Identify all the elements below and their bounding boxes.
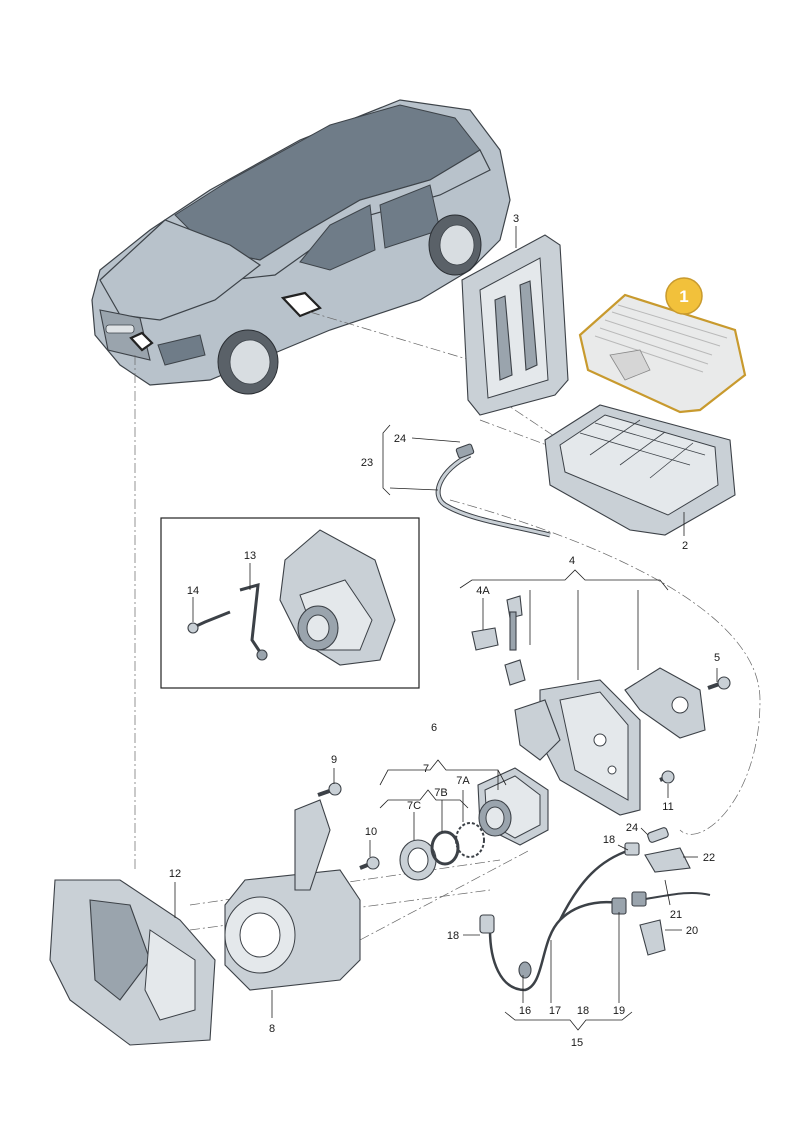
callout-22: 22 [703,852,715,864]
callout-18-left: 18 [447,930,459,942]
callout-5: 5 [714,652,720,664]
callout-3: 3 [513,213,519,225]
part-8-housing [224,799,361,991]
part-4-bracket [624,667,706,739]
callout-18-bottom: 18 [577,1005,589,1017]
callout-4: 4 [569,555,575,567]
callout-6: 6 [431,722,437,734]
callout-14: 14 [187,585,199,597]
inset-detail-box [160,517,420,689]
callout-15: 15 [571,1037,583,1049]
callout-2: 2 [682,540,688,552]
callout-24a: 24 [394,433,406,445]
callout-7: 7 [423,763,429,775]
part-23-cable [435,443,551,538]
part-2-tray [544,404,736,536]
part-1-control-unit [578,293,747,414]
callout-4A: 4A [476,585,490,597]
callout-21: 21 [670,909,682,921]
callout-24b: 24 [626,822,638,834]
part-6-camera [477,767,549,846]
callout-19: 19 [613,1005,625,1017]
callout-9: 9 [331,754,337,766]
svg-text:1: 1 [679,287,688,306]
part-4-small-parts [471,595,526,686]
callout-12: 12 [169,868,181,880]
callout-23: 23 [361,457,373,469]
callout-7B: 7B [434,787,447,799]
part-12-bumper [49,879,216,1046]
parts-20-22 [631,827,711,956]
callout-7C: 7C [407,800,421,812]
callout-8: 8 [269,1023,275,1035]
callout-16: 16 [519,1005,531,1017]
callout-10: 10 [365,826,377,838]
part-4-mount-plate [514,679,641,816]
part-15-wiring-harness [479,842,640,992]
callout-18-top: 18 [603,834,615,846]
part-7-rings [399,822,485,881]
callout-7A: 7A [456,775,470,787]
part-3-bracket [461,234,569,416]
callout-labels: 3 2 24 23 4 4A 5 13 14 6 9 7 7A 7B 7C 11… [169,213,720,1049]
callout-13: 13 [244,550,256,562]
car-illustration [91,99,511,395]
screws [317,676,731,870]
callout-17: 17 [549,1005,561,1017]
highlight-badge: 1 [665,277,703,315]
leader-lines [174,226,718,1031]
callout-11: 11 [662,801,673,813]
callout-20: 20 [686,925,698,937]
